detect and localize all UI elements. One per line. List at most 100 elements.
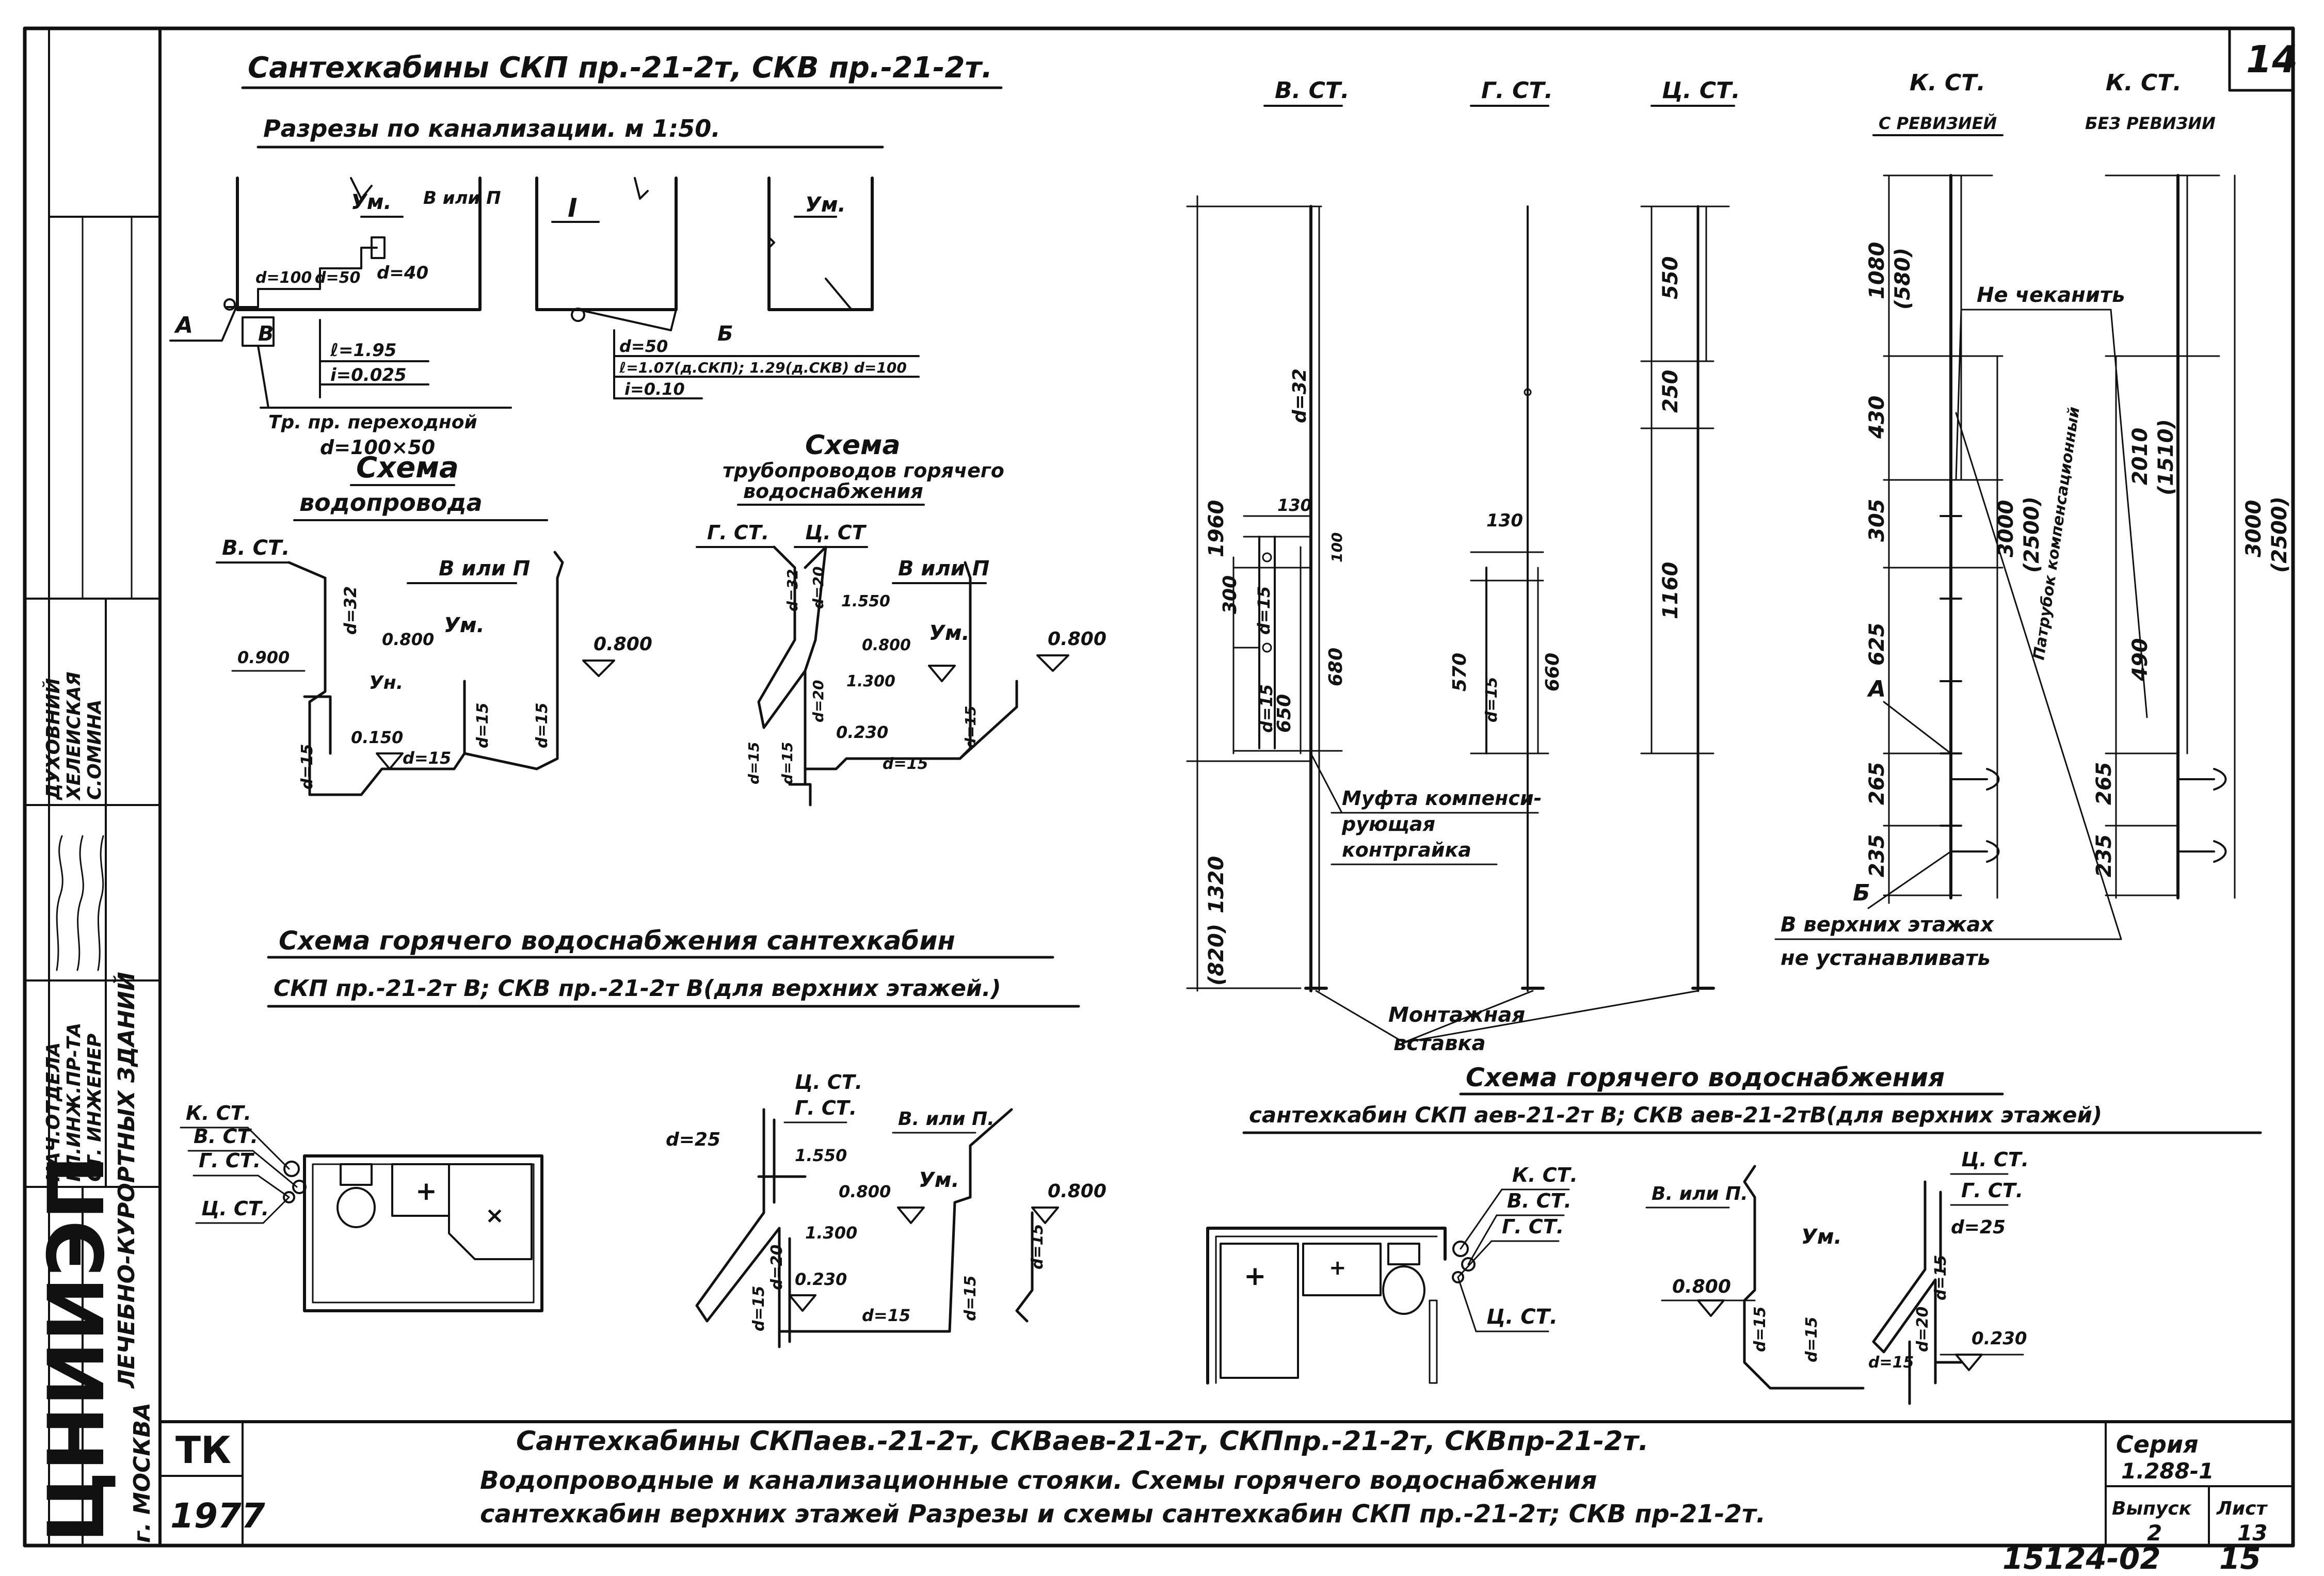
svg-text:В или П: В или П xyxy=(439,557,530,581)
sewer-sections: Сантехкабины СКП пр.-21-2т, СКВ пр.-21-2… xyxy=(169,51,1003,459)
svg-text:1320: 1320 xyxy=(1205,856,1228,913)
svg-text:В: В xyxy=(258,322,274,346)
drawing-year: 1977 xyxy=(170,1496,265,1536)
svg-text:3000: 3000 xyxy=(2242,500,2266,557)
svg-text:В. или П.: В. или П. xyxy=(1652,1183,1748,1204)
svg-text:В. СТ.: В. СТ. xyxy=(1275,77,1350,104)
svg-text:Г. СТ.: Г. СТ. xyxy=(1481,77,1553,104)
svg-text:Схема: Схема xyxy=(805,430,901,461)
svg-text:В. или П.: В. или П. xyxy=(898,1108,995,1130)
svg-text:d=25: d=25 xyxy=(1951,1217,2006,1238)
svg-text:d=15: d=15 xyxy=(962,706,979,748)
svg-text:2010: 2010 xyxy=(2128,428,2152,485)
hot-water-pipe-scheme: Схема трубопроводов горячего водоснабжен… xyxy=(696,430,1107,807)
svg-text:430: 430 xyxy=(1865,396,1889,440)
svg-text:0.800: 0.800 xyxy=(1048,629,1107,650)
svg-text:1960: 1960 xyxy=(1205,500,1228,557)
svg-text:d=20: d=20 xyxy=(768,1245,786,1290)
title-line-2: Водопроводные и канализационные стояки. … xyxy=(480,1466,1597,1495)
svg-text:130: 130 xyxy=(1277,495,1312,515)
svg-text:Ц. СТ.: Ц. СТ. xyxy=(1662,77,1740,104)
series-value: 1.288-1 xyxy=(2121,1458,2214,1484)
svg-text:660: 660 xyxy=(1542,653,1563,691)
svg-text:d=15: d=15 xyxy=(750,1286,768,1331)
svg-text:d=32: d=32 xyxy=(784,569,801,612)
svg-text:Схема горячего водоснабжения: Схема горячего водоснабжения xyxy=(1466,1063,1945,1092)
signature-1 xyxy=(56,835,63,971)
svg-text:d=50: d=50 xyxy=(315,269,360,287)
svg-text:d=15: d=15 xyxy=(474,703,492,748)
svg-text:+: + xyxy=(1244,1261,1267,1292)
svg-text:130: 130 xyxy=(1486,510,1523,531)
svg-text:(820): (820) xyxy=(1205,924,1228,986)
svg-text:d=15: d=15 xyxy=(1254,586,1274,635)
role-3: СТ. ИНЖЕНЕР xyxy=(84,1034,105,1182)
sheet-number: 14 xyxy=(2246,38,2298,81)
svg-text:(1510): (1510) xyxy=(2154,419,2178,495)
svg-text:Ун.: Ун. xyxy=(369,672,403,694)
svg-text:300: 300 xyxy=(1220,575,1241,614)
svg-text:Ум.: Ум. xyxy=(1801,1225,1842,1249)
svg-text:d=15: d=15 xyxy=(862,1306,910,1325)
org-logo: ЦНИИЭП xyxy=(32,1155,122,1543)
svg-text:сантехкабин СКП аев-21-2т В; С: сантехкабин СКП аев-21-2т В; СКВ аев-21-… xyxy=(1249,1102,2102,1128)
svg-text:d=15: d=15 xyxy=(1257,684,1276,733)
svg-text:250: 250 xyxy=(1659,370,1682,413)
svg-text:d=15: d=15 xyxy=(883,755,928,773)
svg-text:Г. СТ.: Г. СТ. xyxy=(1961,1179,2023,1202)
sections-title: Сантехкабины СКП пр.-21-2т, СКВ пр.-21-2… xyxy=(248,51,992,85)
svg-text:1.550: 1.550 xyxy=(841,592,890,610)
svg-text:0.800: 0.800 xyxy=(594,634,652,655)
svg-text:Схема горячего водоснабжения с: Схема горячего водоснабжения сантехкабин xyxy=(279,926,955,956)
svg-text:К. СТ.: К. СТ. xyxy=(1910,70,1985,96)
svg-text:В или П: В или П xyxy=(423,188,501,208)
svg-text:ℓ=1.95: ℓ=1.95 xyxy=(330,340,396,361)
svg-text:d=15: d=15 xyxy=(403,748,451,768)
svg-text:Монтажная: Монтажная xyxy=(1388,1003,1525,1027)
water-supply-scheme: Схема водопровода В. СТ. В или П Ум. Ун.… xyxy=(216,451,652,796)
signature-2 xyxy=(76,835,84,971)
svg-text:(580): (580) xyxy=(1891,248,1915,310)
svg-text:d=15: d=15 xyxy=(779,742,796,784)
svg-text:+: + xyxy=(415,1176,437,1206)
svg-text:Ц. СТ.: Ц. СТ. xyxy=(201,1197,269,1220)
sections-subtitle: Разрезы по канализации. м 1:50. xyxy=(263,115,720,142)
svg-text:550: 550 xyxy=(1659,256,1682,300)
role-2: ГЛ.ИНЖ.ПР-ТА xyxy=(63,1023,85,1182)
svg-text:Ум.: Ум. xyxy=(929,621,970,645)
svg-text:В. СТ.: В. СТ. xyxy=(222,536,290,560)
svg-text:рующая: рующая xyxy=(1341,813,1435,835)
svg-text:570: 570 xyxy=(1449,653,1470,691)
svg-text:Ц. СТ.: Ц. СТ. xyxy=(1961,1148,2029,1171)
svg-text:i=0.025: i=0.025 xyxy=(330,365,407,385)
sheet-label: Лист xyxy=(2216,1498,2268,1519)
svg-text:СКП пр.-21-2т В; СКВ пр.-21-2т: СКП пр.-21-2т В; СКВ пр.-21-2т В(для вер… xyxy=(274,975,1001,1002)
svg-text:d=100×50: d=100×50 xyxy=(320,436,435,459)
svg-text:Тр. пр. переходной: Тр. пр. переходной xyxy=(268,412,477,433)
svg-text:1080: 1080 xyxy=(1865,242,1889,299)
svg-text:d=20: d=20 xyxy=(810,680,827,722)
svg-text:265: 265 xyxy=(2092,762,2116,806)
svg-text:d=40: d=40 xyxy=(377,263,428,283)
svg-text:К. СТ.: К. СТ. xyxy=(186,1102,251,1124)
svg-text:Г. СТ.: Г. СТ. xyxy=(707,521,769,544)
name-1: ДУХОВНИЙ xyxy=(42,678,64,800)
title-line-1: Сантехкабины СКПаев.-21-2т, СКВаев-21-2т… xyxy=(516,1426,1648,1457)
series-label: Серия xyxy=(2116,1430,2199,1458)
svg-text:Г. СТ.: Г. СТ. xyxy=(1502,1215,1564,1238)
svg-text:d=15: d=15 xyxy=(1803,1317,1821,1362)
svg-text:d=32: d=32 xyxy=(341,586,360,635)
sheet-value: 13 xyxy=(2237,1520,2267,1546)
svg-text:А: А xyxy=(174,312,193,339)
footer-code: 15124-02 xyxy=(2002,1541,2161,1576)
footer-page: 15 xyxy=(2219,1541,2261,1576)
svg-text:В верхних этажах: В верхних этажах xyxy=(1781,913,1994,937)
svg-text:d=15: d=15 xyxy=(745,742,762,784)
sheet-frame xyxy=(23,26,2295,1548)
svg-text:680: 680 xyxy=(1325,648,1347,686)
svg-text:0.230: 0.230 xyxy=(836,722,888,742)
svg-text:В. СТ.: В. СТ. xyxy=(194,1125,258,1148)
svg-text:265: 265 xyxy=(1865,762,1889,806)
svg-text:235: 235 xyxy=(2092,834,2116,878)
title-line-3: сантехкабин верхних этажей Разрезы и схе… xyxy=(480,1500,1766,1529)
